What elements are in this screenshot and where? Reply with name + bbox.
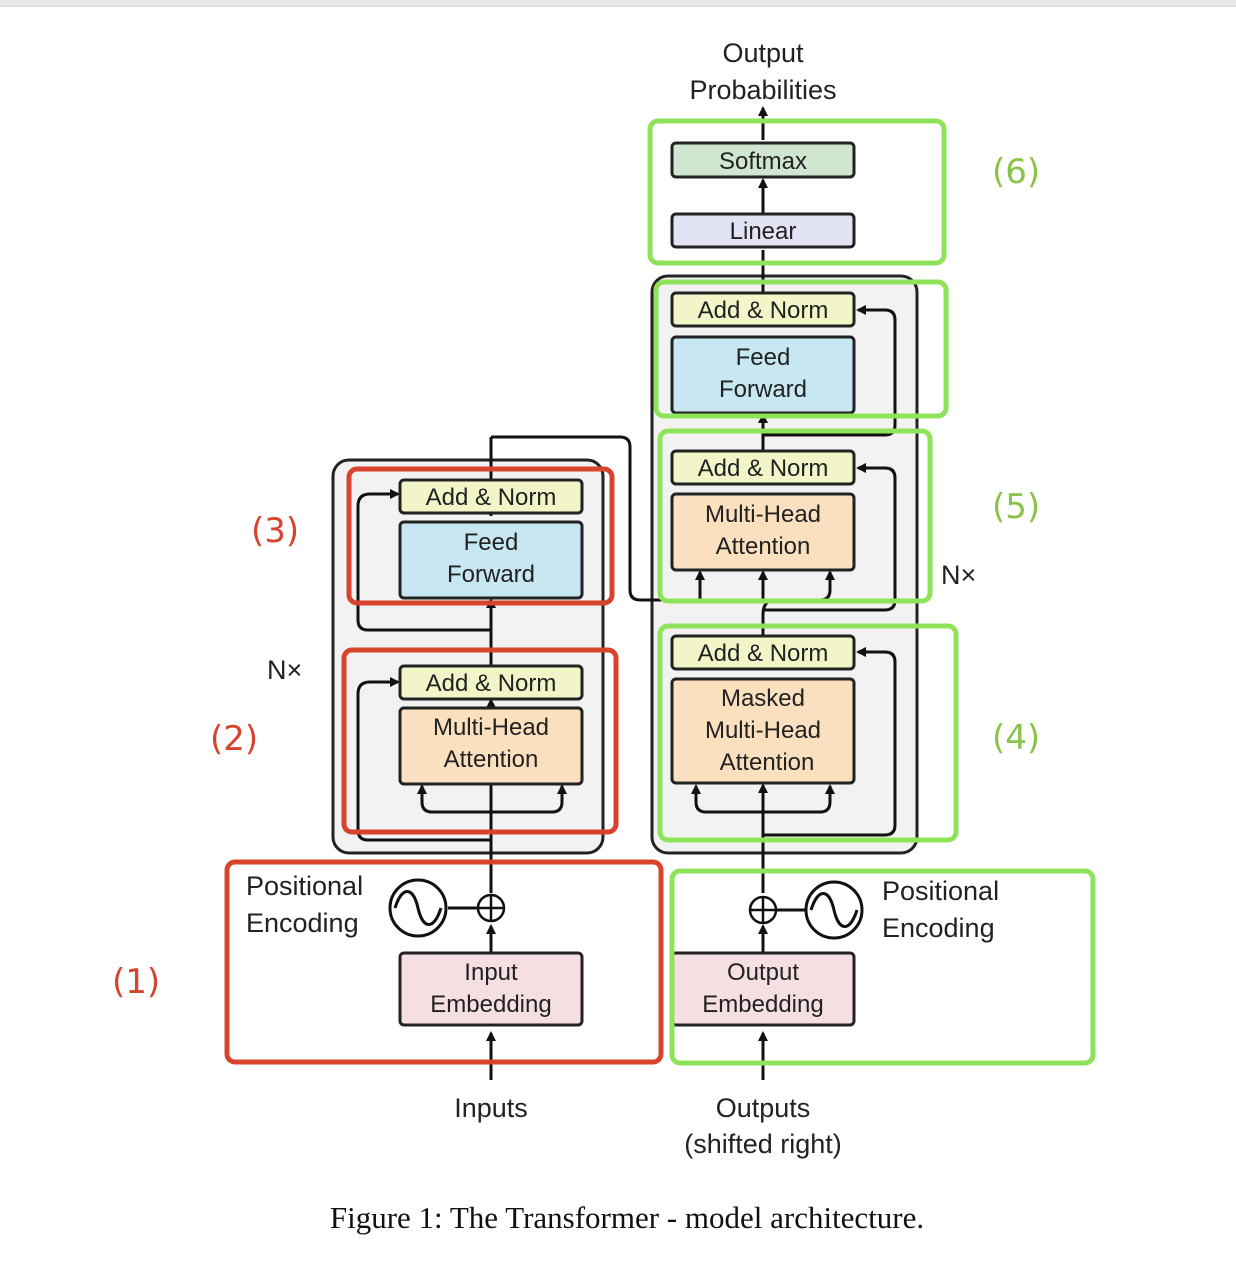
highlight-box-1 [224, 859, 664, 1065]
decoder-feed-forward-block [670, 335, 856, 415]
encoder-feed-forward-block [398, 520, 584, 600]
encoder-ff-add-norm-label: Add & Norm [426, 484, 557, 511]
outputs-label-line1: Outputs [716, 1093, 811, 1123]
decoder-cross-attention-block [670, 492, 856, 572]
decoder-masked-attention-line3: Attention [720, 749, 815, 776]
input-embedding-block [398, 951, 584, 1027]
annotation-5: (5) [992, 487, 1040, 527]
decoder-masked-attention-line2: Multi-Head [705, 717, 821, 744]
decoder-cross-add-norm-label: Add & Norm [698, 455, 829, 482]
linear-label: Linear [730, 218, 797, 245]
outputs-label-line2: (shifted right) [684, 1129, 842, 1159]
output-embedding-line2: Embedding [702, 991, 823, 1018]
highlight-box-3 [346, 466, 615, 606]
decoder-masked-add-norm [670, 634, 856, 671]
decoder-add-icon [748, 895, 778, 925]
output-probabilities-line2: Probabilities [689, 75, 836, 105]
annotation-2: (2) [210, 719, 258, 759]
annotation-6: (6) [992, 152, 1040, 192]
input-embedding-line2: Embedding [430, 991, 551, 1018]
highlight-box-4 [657, 623, 959, 843]
decoder-feed-forward-line2: Forward [719, 376, 807, 403]
inputs-label: Inputs [454, 1093, 528, 1123]
encoder-attention-add-norm [398, 664, 584, 701]
decoder-cross-attention-line2: Attention [716, 533, 811, 560]
encoder-feed-forward-line1: Feed [464, 529, 519, 556]
encoder-attn-add-norm-label: Add & Norm [426, 670, 557, 697]
output-probabilities-line1: Output [722, 38, 804, 68]
decoder-nx-label: N× [941, 560, 976, 590]
encoder-feed-forward-line2: Forward [447, 561, 535, 588]
decoder-cross-attention-add-norm [670, 449, 856, 486]
encoder-positional-encoding-line1: Positional [246, 871, 363, 901]
input-embedding-line1: Input [464, 959, 518, 986]
decoder-ff-add-norm-label: Add & Norm [698, 297, 829, 324]
encoder-positional-encoding-line2: Encoding [246, 908, 359, 938]
decoder-cross-attention-line1: Multi-Head [705, 501, 821, 528]
decoder-feed-forward-line1: Feed [736, 344, 791, 371]
encoder-attention-block [398, 706, 584, 786]
highlight-box-6a [647, 118, 947, 266]
decoder-masked-add-norm-label: Add & Norm [698, 640, 829, 667]
encoder-add-icon [476, 893, 506, 923]
linear-block [670, 212, 856, 249]
annotation-3: (3) [251, 511, 299, 551]
decoder-masked-attention-line1: Masked [721, 685, 805, 712]
softmax-block [670, 141, 856, 179]
highlight-box-2 [341, 647, 619, 835]
annotation-1: (1) [112, 962, 160, 1002]
highlight-box-decoder-input [669, 868, 1096, 1066]
decoder-positional-encoding-line2: Encoding [882, 913, 995, 943]
highlight-box-6b [653, 279, 949, 419]
decoder-masked-attention-block [670, 677, 856, 785]
decoder-feed-forward-add-norm [670, 291, 856, 328]
encoder-attention-line2: Attention [444, 746, 539, 773]
figure-caption: Figure 1: The Transformer - model archit… [330, 1200, 924, 1235]
highlight-box-5 [657, 428, 933, 604]
highlight-boxes [224, 118, 1096, 1066]
encoder-attention-line1: Multi-Head [433, 714, 549, 741]
encoder-nx-label: N× [267, 655, 302, 685]
decoder-positional-encoding-line1: Positional [882, 876, 999, 906]
encoder-feed-forward-add-norm [398, 478, 584, 515]
decoder-sine-wave-icon [776, 880, 864, 940]
output-embedding-line1: Output [727, 959, 799, 986]
top-bar [0, 0, 1236, 7]
encoder-sine-wave-icon [388, 878, 478, 938]
softmax-label: Softmax [719, 148, 807, 175]
annotation-4: (4) [992, 718, 1040, 758]
connection-lines [356, 106, 897, 1080]
